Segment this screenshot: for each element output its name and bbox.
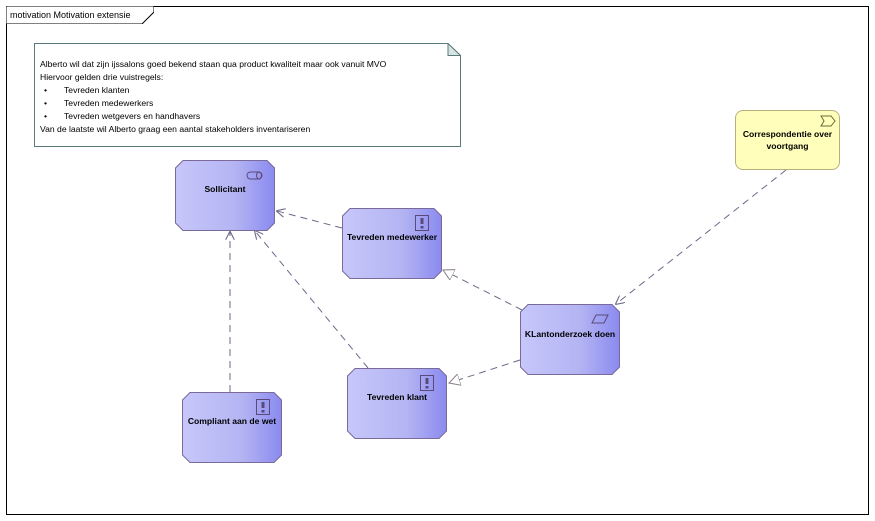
note-intro: Alberto wil dat zijn ijssalons goed beke…	[40, 59, 387, 69]
compliant-label: Compliant aan de wet	[187, 415, 277, 426]
correspondentie-label: Correspondentie over voortgang	[742, 129, 833, 151]
frame-tab	[6, 6, 154, 24]
goal-icon	[415, 215, 429, 231]
diagram-frame	[6, 6, 869, 515]
influence-medewerker-sollicitant[interactable]	[277, 211, 343, 229]
note-bullet: •Tevreden wetgevers en handhavers	[44, 111, 201, 121]
sollicitant-label: Sollicitant	[204, 183, 246, 194]
trigger-correspondentie-klantonderzoek[interactable]	[616, 169, 787, 304]
tevreden-klant-label: Tevreden klant	[366, 391, 428, 402]
event-icon	[820, 115, 836, 127]
note-box[interactable]	[34, 43, 461, 147]
correspondentie-element[interactable]: Correspondentie over voortgang	[735, 110, 840, 170]
realization-klantonderzoek-klant[interactable]	[449, 359, 521, 383]
frame-title: motivation Motivation extensie	[10, 10, 131, 20]
note-bullet: •Tevreden medewerkers	[44, 98, 154, 108]
klantonderzoek-label: KLantonderzoek doen	[524, 328, 616, 339]
tevreden-medewerker-label: Tevreden medewerker	[346, 231, 438, 242]
note-bullet: •Tevreden klanten	[44, 85, 130, 95]
goal-icon	[420, 375, 434, 391]
note-outro: Van de laatste wil Alberto graag een aan…	[40, 124, 311, 134]
goal-icon	[256, 399, 270, 415]
stakeholder-icon	[246, 171, 263, 180]
realization-klantonderzoek-medewerker[interactable]	[443, 270, 523, 311]
note-text: Alberto wil dat zijn ijssalons goed beke…	[40, 58, 452, 136]
work-package-icon	[591, 314, 609, 324]
influence-klant-sollicitant[interactable]	[255, 231, 369, 369]
note-rules-intro: Hiervoor gelden drie vuistregels:	[40, 72, 164, 82]
